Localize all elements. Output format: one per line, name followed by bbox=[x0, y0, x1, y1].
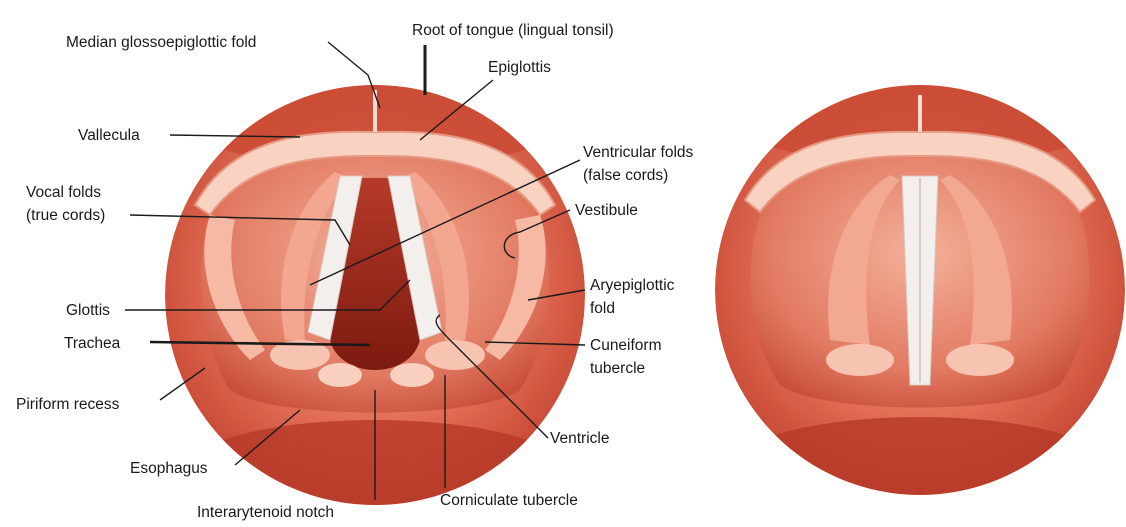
right-larynx-view bbox=[715, 55, 1125, 513]
corniculate-right-shape bbox=[390, 363, 434, 387]
label-esophagus: Esophagus bbox=[130, 460, 208, 477]
label-corniculate-tubercle: Corniculate tubercle bbox=[440, 492, 578, 509]
right-tubercle-left bbox=[826, 344, 894, 376]
label-glottis: Glottis bbox=[66, 302, 110, 319]
label-trachea: Trachea bbox=[64, 335, 121, 352]
label-piriform-recess: Piriform recess bbox=[16, 396, 120, 413]
label-vestibule: Vestibule bbox=[575, 202, 638, 219]
label-vocal-folds: Vocal folds bbox=[26, 184, 101, 201]
label-true-cords: (true cords) bbox=[26, 207, 105, 224]
label-median-glossoepiglottic-fold: Median glossoepiglottic fold bbox=[66, 34, 256, 51]
label-cuneiform-tubercle: tubercle bbox=[590, 360, 645, 377]
corniculate-left-shape bbox=[318, 363, 362, 387]
label-false-cords: (false cords) bbox=[583, 167, 668, 184]
label-aryepiglottic: Aryepiglottic bbox=[590, 277, 675, 294]
label-root-of-tongue: Root of tongue (lingual tonsil) bbox=[412, 22, 614, 39]
right-tubercle-right bbox=[946, 344, 1014, 376]
label-epiglottis: Epiglottis bbox=[488, 59, 551, 76]
label-vallecula: Vallecula bbox=[78, 127, 140, 144]
label-ventricle: Ventricle bbox=[550, 430, 609, 447]
label-ventricular-folds: Ventricular folds bbox=[583, 144, 694, 161]
label-cuneiform: Cuneiform bbox=[590, 337, 662, 354]
right-esophagus-region bbox=[735, 417, 1105, 513]
label-interarytenoid-notch: Interarytenoid notch bbox=[197, 504, 334, 521]
label-aryepiglottic-fold: fold bbox=[590, 300, 615, 317]
